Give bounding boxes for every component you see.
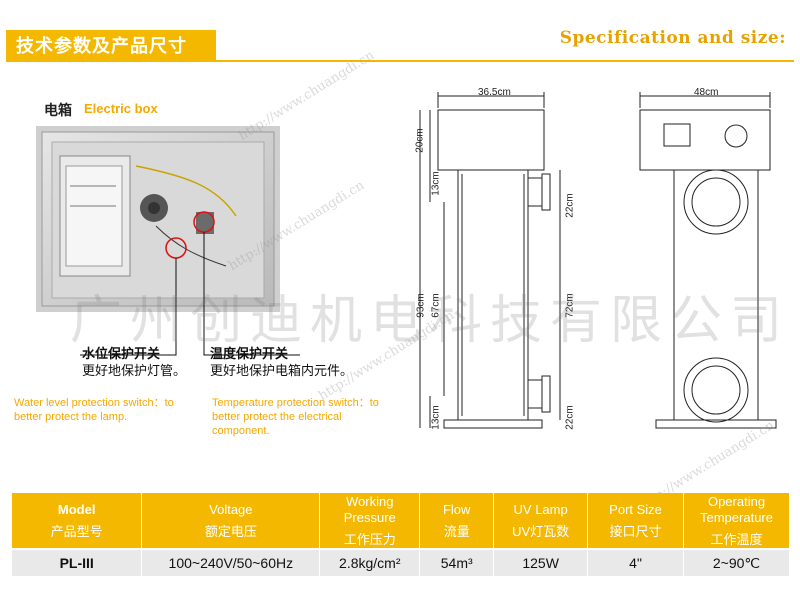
temp-switch-desc: 更好地保护电箱内元件。: [210, 363, 354, 378]
section-title-zh: 技术参数及产品尺寸: [6, 30, 216, 62]
dim-port-top: 22cm: [564, 193, 576, 218]
cell-flow: 54m³: [419, 548, 495, 576]
dim-total-body: 93cm: [415, 293, 427, 318]
dim-mid-section: 67cm: [430, 293, 442, 318]
temp-switch-title: 温度保护开关: [210, 346, 289, 361]
section-title-en: Specification and size:: [559, 28, 786, 48]
water-switch-en: Water level protection switch：to better …: [14, 397, 174, 423]
table-row: PL-III 100~240V/50~60Hz 2.8kg/cm² 54m³ 1…: [12, 548, 790, 576]
water-switch-title: 水位保护开关: [82, 346, 161, 361]
temp-switch-en: Temperature protection switch：to better …: [212, 397, 379, 437]
dim-port-span: 72cm: [564, 293, 576, 318]
dimension-drawing: [419, 92, 777, 429]
cell-voltage: 100~240V/50~60Hz: [141, 548, 321, 576]
dim-upper-gap: 13cm: [430, 171, 442, 196]
dim-top-width-side: 48cm: [694, 87, 719, 98]
header-divider: [216, 60, 794, 62]
dim-box-height: 20cm: [414, 128, 426, 153]
water-switch-desc: 更好地保护灯管。: [82, 363, 187, 378]
cell-pressure: 2.8kg/cm²: [319, 548, 421, 576]
electric-box-photo: [36, 126, 280, 312]
cell-model: PL-III: [12, 548, 143, 576]
cell-temperature: 2~90℃: [683, 548, 790, 576]
electric-box-title-en: Electric box: [84, 101, 158, 116]
dim-top-width-front: 36.5cm: [478, 87, 511, 98]
cell-port-size: 4": [587, 548, 684, 576]
cell-uv-lamp: 125W: [493, 548, 589, 576]
dim-port-bottom: 22cm: [564, 405, 576, 430]
dim-lower-gap: 13cm: [430, 405, 442, 430]
electric-box-title-zh: 电箱: [44, 102, 72, 118]
